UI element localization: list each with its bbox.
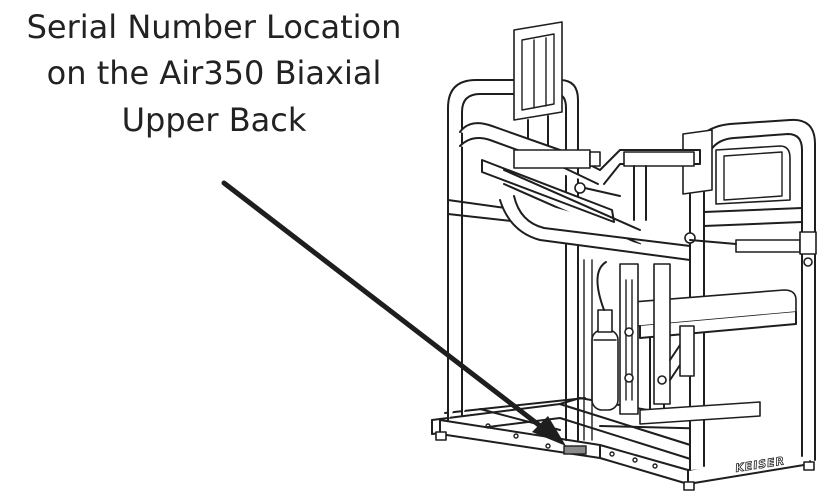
caption-line-3: Upper Back — [122, 101, 307, 139]
pointer-arrow — [221, 180, 566, 446]
air-cylinder — [583, 259, 695, 441]
caption-line-2: on the Air350 Biaxial — [47, 54, 382, 92]
serial-number-plate — [563, 445, 587, 455]
arrow-shaft — [221, 180, 551, 435]
machine-drawing: KEISER — [431, 21, 817, 491]
headboard — [513, 21, 563, 161]
lever-arms — [459, 122, 817, 267]
arrow-head — [532, 416, 566, 446]
caption-line-1: Serial Number Location — [27, 8, 402, 46]
caption: Serial Number Location on the Air350 Bia… — [27, 8, 402, 139]
back-pad — [682, 129, 791, 205]
